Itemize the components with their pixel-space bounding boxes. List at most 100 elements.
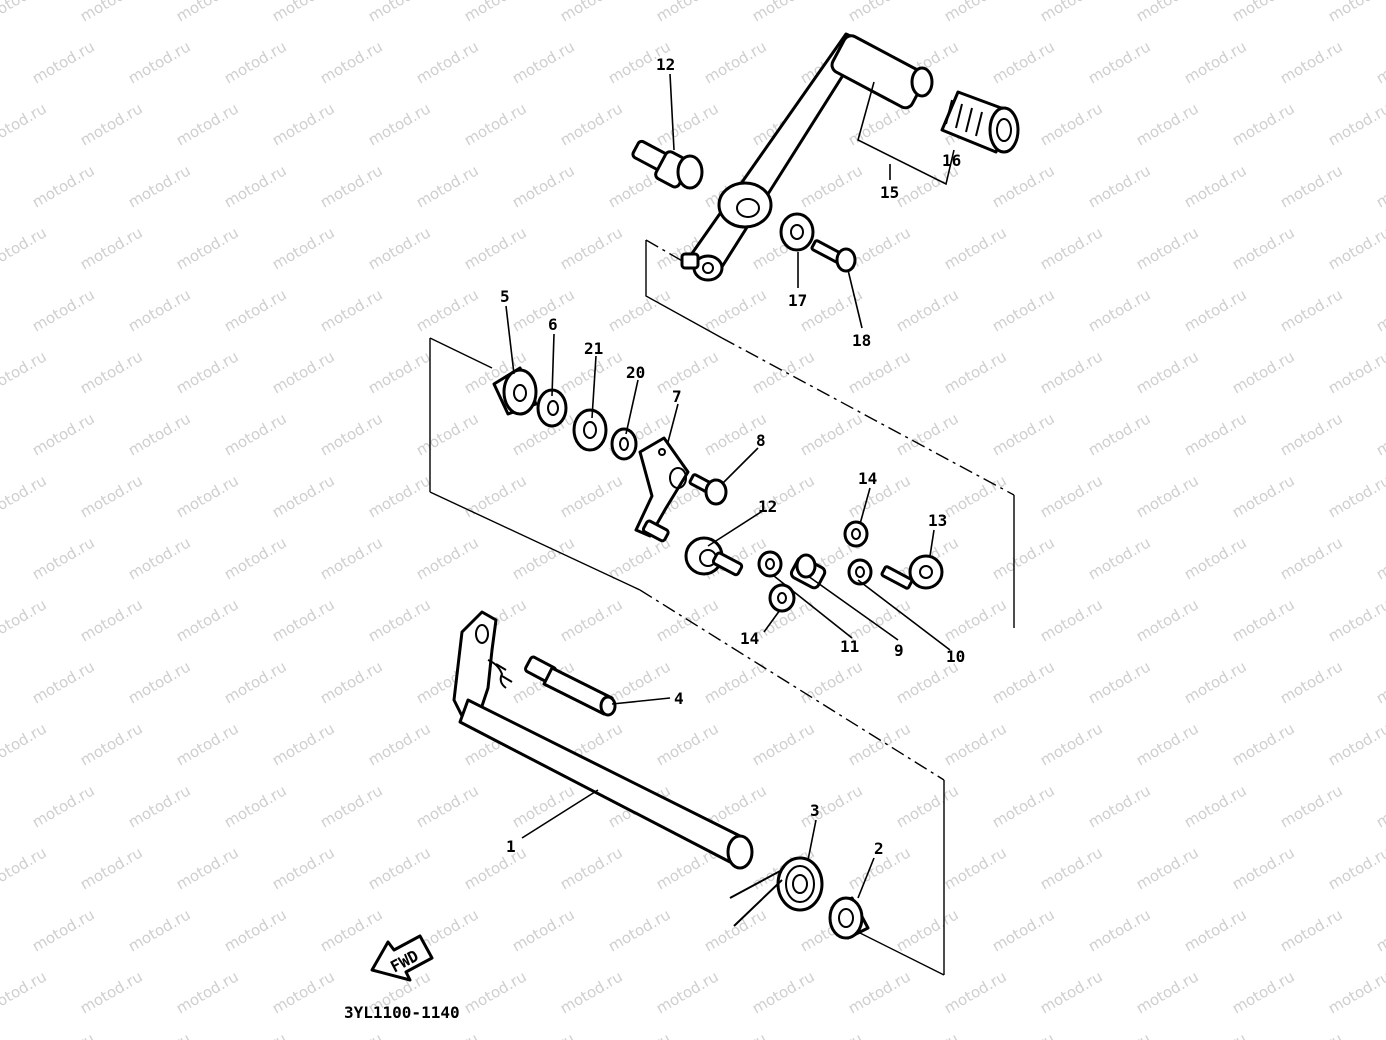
watermark-text: motod.ru: [173, 719, 242, 769]
watermark-text: motod.ru: [461, 471, 530, 521]
watermark-text: motod.ru: [77, 719, 146, 769]
watermark-text: motod.ru: [797, 657, 866, 707]
callout-4: 4: [674, 689, 684, 708]
watermark-text: motod.ru: [893, 285, 962, 335]
callout-20: 20: [626, 363, 645, 382]
watermark-text: motod.ru: [317, 657, 386, 707]
watermark-text: motod.ru: [29, 781, 98, 831]
watermark-text: motod.ru: [1277, 409, 1346, 459]
watermark-text: motod.ru: [269, 0, 338, 25]
part-9-collar: [789, 553, 827, 590]
watermark-text: motod.ru: [893, 1029, 962, 1040]
watermark-text: motod.ru: [125, 285, 194, 335]
watermark-text: motod.ru: [269, 347, 338, 397]
part-17-grip: [940, 90, 1020, 154]
watermark-text: motod.ru: [749, 719, 818, 769]
watermark-text: motod.ru: [0, 595, 50, 645]
watermark-text: motod.ru: [1037, 719, 1106, 769]
part-8-bolt: [688, 473, 728, 506]
watermark-text: motod.ru: [509, 1029, 578, 1040]
watermark-text: motod.ru: [1325, 967, 1386, 1017]
callout-14-lower: 14: [740, 629, 759, 648]
part-5-collar: [492, 366, 538, 416]
watermark-text: motod.ru: [1229, 99, 1298, 149]
watermark-text: motod.ru: [1325, 719, 1386, 769]
watermark-text: motod.ru: [269, 967, 338, 1017]
watermark-text: motod.ru: [0, 223, 50, 273]
watermark-text: motod.ru: [317, 37, 386, 87]
watermark-text: motod.ru: [0, 0, 50, 25]
watermark-text: motod.ru: [1229, 595, 1298, 645]
part-19-screw: [810, 239, 857, 273]
watermark-text: motod.ru: [1085, 533, 1154, 583]
watermark-text: motod.ru: [125, 409, 194, 459]
watermark-text: motod.ru: [1277, 781, 1346, 831]
watermark-text: motod.ru: [1325, 0, 1386, 25]
watermark-text: motod.ru: [941, 0, 1010, 25]
watermark-text: motod.ru: [1037, 967, 1106, 1017]
watermark-text: motod.ru: [0, 967, 50, 1017]
watermark-text: motod.ru: [365, 471, 434, 521]
part-11-nut: [757, 550, 783, 578]
watermark-text: motod.ru: [365, 223, 434, 273]
watermark-text: motod.ru: [845, 223, 914, 273]
watermark-text: motod.ru: [989, 905, 1058, 955]
watermark-text: motod.ru: [173, 347, 242, 397]
watermark-text: motod.ru: [1373, 37, 1386, 87]
callout-6: 6: [548, 315, 558, 334]
watermark-text: motod.ru: [0, 99, 50, 149]
watermark-text: motod.ru: [0, 905, 2, 955]
watermark-text: motod.ru: [989, 781, 1058, 831]
watermark-text: motod.ru: [1085, 1029, 1154, 1040]
watermark-text: motod.ru: [941, 471, 1010, 521]
watermark-text: motod.ru: [1037, 0, 1106, 25]
watermark-text: motod.ru: [701, 285, 770, 335]
callout-5: 5: [500, 287, 510, 306]
watermark-text: motod.ru: [1133, 967, 1202, 1017]
watermark-text: motod.ru: [413, 781, 482, 831]
watermark-text: motod.ru: [0, 719, 50, 769]
watermark-text: motod.ru: [317, 781, 386, 831]
callout-2: 2: [874, 839, 884, 858]
callout-16: 15: [880, 183, 899, 202]
watermark-text: motod.ru: [221, 37, 290, 87]
watermark-text: motod.ru: [797, 781, 866, 831]
part-15-bolt: [631, 139, 704, 190]
watermark-text: motod.ru: [989, 657, 1058, 707]
watermark-text: motod.ru: [29, 409, 98, 459]
watermark-text: motod.ru: [0, 843, 50, 893]
watermark-text: motod.ru: [1325, 471, 1386, 521]
callout-13: 13: [928, 511, 947, 530]
watermark-text: motod.ru: [1181, 905, 1250, 955]
watermark-text: motod.ru: [1037, 347, 1106, 397]
watermark-text: motod.ru: [701, 37, 770, 87]
watermark-text: motod.ru: [605, 285, 674, 335]
watermark-text: motod.ru: [317, 905, 386, 955]
watermark-text: motod.ru: [989, 533, 1058, 583]
watermark-text: motod.ru: [941, 347, 1010, 397]
watermark-text: motod.ru: [1277, 285, 1346, 335]
fwd-arrow-icon: FWD: [370, 934, 434, 982]
callout-17: 16: [942, 151, 961, 170]
watermark-text: motod.ru: [1085, 37, 1154, 87]
watermark-text: motod.ru: [653, 347, 722, 397]
watermark-text: motod.ru: [125, 781, 194, 831]
watermark-text: motod.ru: [797, 409, 866, 459]
watermark-text: motod.ru: [269, 99, 338, 149]
watermark-text: motod.ru: [749, 0, 818, 25]
watermark-text: motod.ru: [29, 161, 98, 211]
callout-21: 21: [584, 339, 603, 358]
watermark-text: motod.ru: [1277, 905, 1346, 955]
watermark-text: motod.ru: [0, 1029, 2, 1040]
watermark-text: motod.ru: [1277, 161, 1346, 211]
watermark-text: motod.ru: [1181, 37, 1250, 87]
watermark-text: motod.ru: [989, 409, 1058, 459]
watermark-text: motod.ru: [269, 719, 338, 769]
watermark-text: motod.ru: [941, 223, 1010, 273]
watermark-text: motod.ru: [1325, 99, 1386, 149]
leader-lines: [505, 73, 955, 899]
watermark-text: motod.ru: [1373, 905, 1386, 955]
watermark-text: motod.ru: [845, 471, 914, 521]
watermark-text: motod.ru: [221, 781, 290, 831]
